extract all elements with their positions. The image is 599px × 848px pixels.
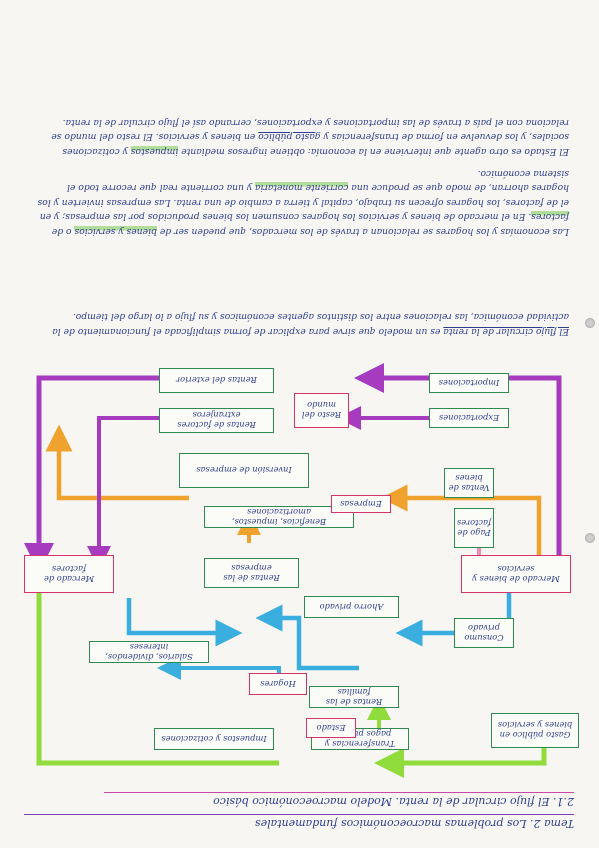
box-ventas-bienes: Ventas de bienes <box>444 468 494 498</box>
paragraph-text: o de <box>51 226 75 237</box>
highlight-term: factores <box>531 211 569 223</box>
box-inversion: Inversión de empresas <box>179 453 309 488</box>
paragraph-lead: El flujo circular de la renta <box>443 326 569 337</box>
arrow-green-estado <box>24 558 279 766</box>
box-empresas: Empresas <box>331 495 391 513</box>
highlight-term: corriente monetaria <box>255 182 349 194</box>
arrow-blue-hogares <box>255 604 359 671</box>
box-salarios: Salarios, dividendos, intereses <box>89 641 209 663</box>
box-exportaciones: Exportaciones <box>429 408 509 428</box>
paragraph-text: Las economías y los hogares se relaciona… <box>156 226 569 237</box>
box-impuestos: Impuestos y cotizaciones <box>154 728 274 750</box>
paragraph-state: El Estado es otro agente que interviene … <box>34 115 569 159</box>
box-renta-hogares: Rentas de las familias <box>309 686 399 708</box>
box-estado: Estado <box>306 718 356 738</box>
box-consumo: Consumo privado <box>454 618 514 648</box>
arrow-purple-mid2 <box>87 416 199 570</box>
paragraph-markets: Las economías y los hogares se relaciona… <box>34 166 569 239</box>
arrow-orange-left <box>380 484 542 568</box>
highlight-term: bienes y servicios <box>74 226 157 237</box>
box-gasto-publico: Gasto público en bienes y servicios <box>491 713 579 748</box>
box-ahorro: Ahorro privado <box>304 596 399 618</box>
binder-hole <box>585 533 595 543</box>
underline-term: gasto público <box>258 131 321 143</box>
paragraph-definition: El flujo circular de la renta es un mode… <box>34 309 569 338</box>
binder-hole <box>585 318 595 328</box>
box-rentas-exterior: Rentas del exterior <box>159 368 274 393</box>
box-mercado-bienes: Mercado de bienes y servicios <box>461 555 571 593</box>
box-mercado-factores: Mercado de factores <box>24 555 114 593</box>
arrow-orange-right <box>45 424 189 501</box>
box-pago-factores: Pago de factores <box>454 508 494 548</box>
box-rentas-empresas: Rentas de las empresas <box>204 558 299 588</box>
arrow-blue-salarios <box>126 598 243 647</box>
paragraph-text: El Estado es otro agente que interviene … <box>178 146 569 157</box>
box-pago-extranjero: Rentas de factores extranjeros <box>159 408 274 433</box>
box-hogares: Hogares <box>249 673 307 695</box>
box-importaciones: Importaciones <box>429 373 509 393</box>
highlight-term: impuestos <box>130 146 179 157</box>
box-resto-mundo: Resto del mundo <box>294 393 349 428</box>
